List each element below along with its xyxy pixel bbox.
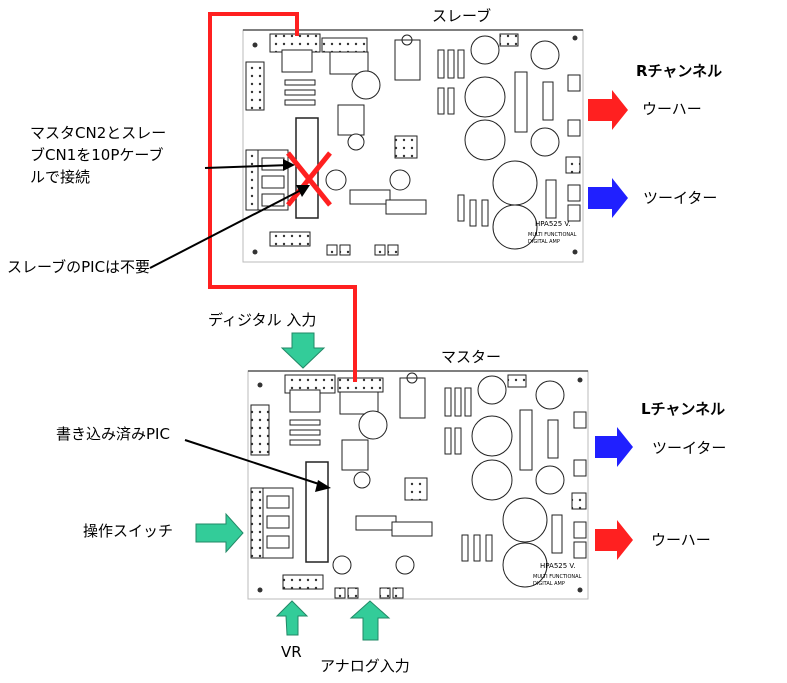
slave-woofer-arrow	[588, 90, 628, 130]
master-tweeter-label: ツーイター	[652, 439, 727, 457]
master-pic-label: 書き込み済みPIC	[56, 425, 170, 443]
master-channel-label: Lチャンネル	[641, 400, 726, 418]
slave-tweeter-arrow	[588, 178, 628, 218]
vr-input-arrow	[275, 600, 309, 636]
digital-input-arrow	[280, 332, 326, 369]
pointer-cable-note	[204, 159, 295, 171]
pointer-slave-pic	[149, 185, 310, 269]
slave-pic-note: スレーブのPICは不要	[7, 258, 151, 276]
slave-channel-label: Rチャンネル	[636, 62, 723, 80]
master-woofer-label: ウーハー	[651, 531, 711, 549]
slave-silk-sub2: DIGITAL AMP	[528, 239, 560, 245]
master-title: マスター	[441, 348, 502, 366]
analog-input-label: アナログ入力	[320, 657, 410, 675]
cable-10p	[208, 12, 357, 382]
digital-input-label: ディジタル 入力	[208, 311, 317, 329]
slave-tweeter-label: ツーイター	[643, 189, 718, 207]
switch-label: 操作スイッチ	[83, 522, 174, 540]
master-silk-sub1: MULTI FUNCTIONAL	[533, 574, 582, 580]
slave-board: HPA525 V. MULTI FUNCTIONAL DIGITAL AMP	[242, 29, 584, 263]
slave-title: スレーブ	[432, 7, 492, 25]
master-woofer-arrow	[595, 520, 633, 560]
cable-note-line1: マスタCN2とスレー	[30, 124, 167, 142]
master-board: HPA525 V. MULTI FUNCTIONAL DIGITAL AMP	[247, 370, 589, 600]
slave-silk-sub1: MULTI FUNCTIONAL	[528, 232, 577, 238]
analog-input-arrow	[349, 600, 391, 641]
master-tweeter-arrow	[595, 427, 633, 467]
slave-silk-model: HPA525 V.	[535, 220, 571, 228]
switch-input-arrow	[195, 512, 244, 554]
master-silk-sub2: DIGITAL AMP	[533, 581, 565, 587]
slave-pic-cross	[286, 151, 332, 207]
master-silk-model: HPA525 V.	[540, 562, 576, 570]
cable-note-line2: ブCN1を10Pケーブ	[30, 146, 164, 164]
cable-note-line3: ルで接続	[30, 168, 91, 186]
pointer-master-pic	[184, 439, 331, 492]
slave-woofer-label: ウーハー	[642, 100, 702, 118]
vr-label: VR	[281, 643, 302, 661]
